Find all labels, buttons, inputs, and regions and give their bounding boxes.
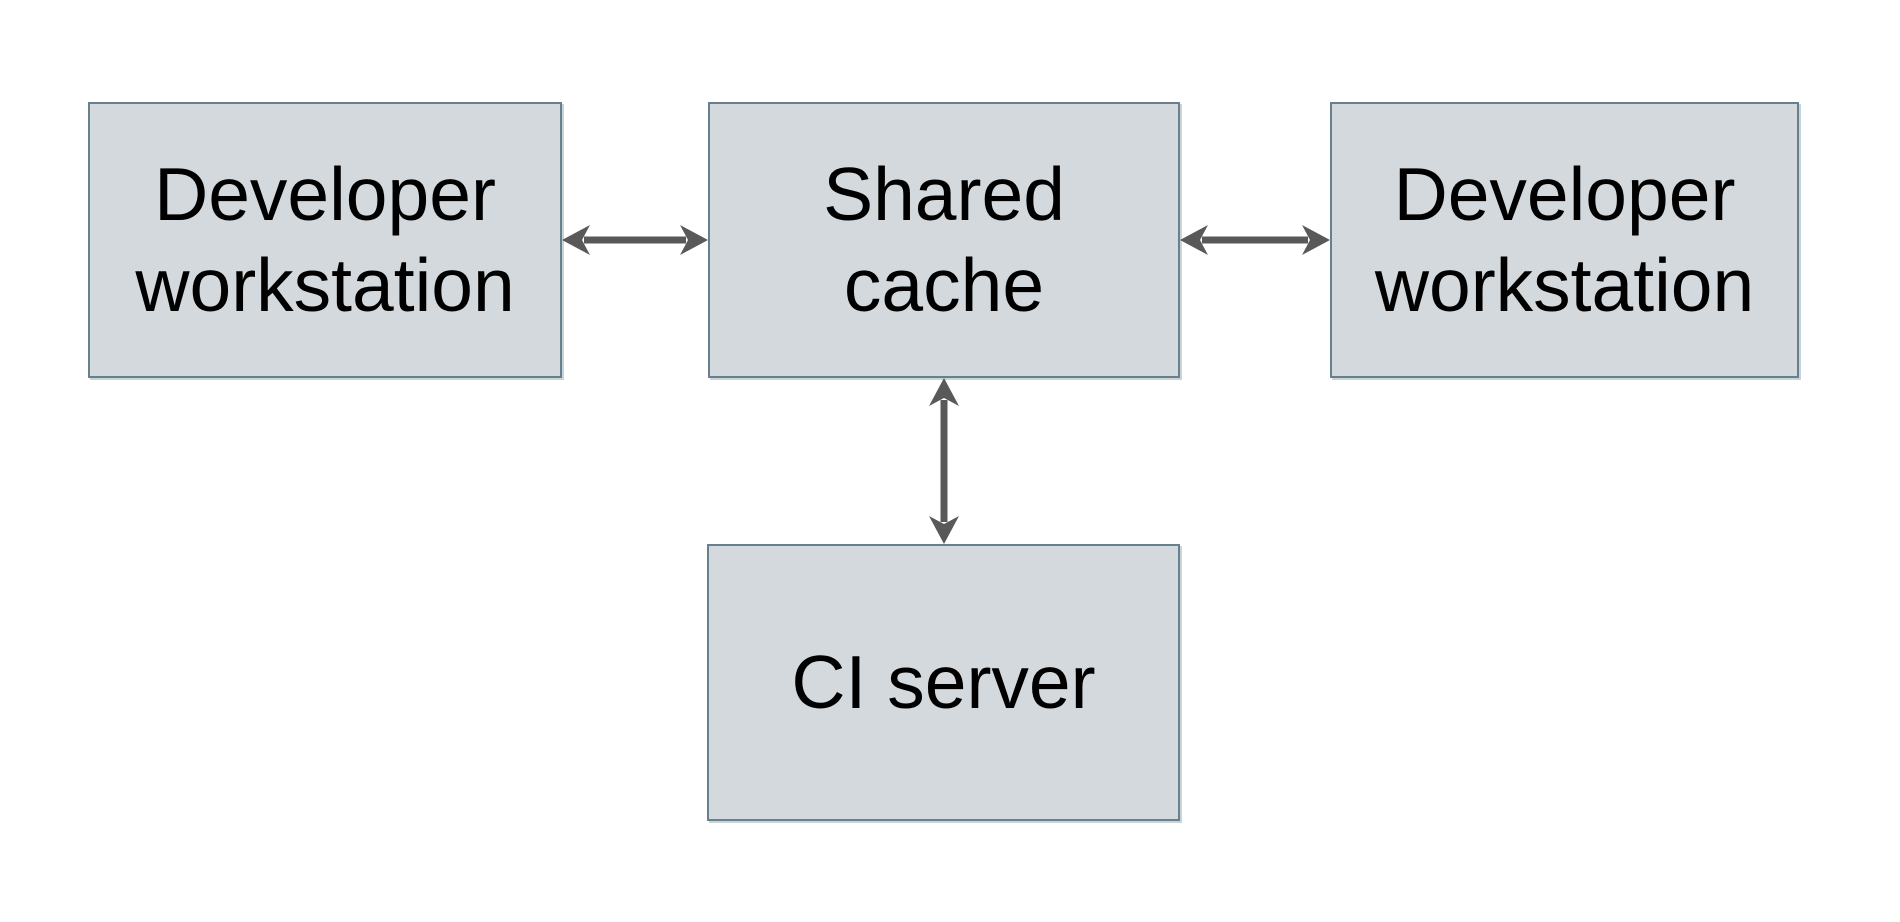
double-arrow-left-workstation-cache (562, 225, 708, 255)
double-arrow-cache-right-workstation (1180, 225, 1330, 255)
node-label-line: CI server (791, 639, 1096, 724)
node-label-line: cache (843, 243, 1045, 327)
node-ci-server: CI server (707, 544, 1180, 821)
node-label: Developer workstation (135, 149, 514, 332)
node-label-line: Developer (1393, 151, 1736, 236)
arrowhead-down-icon (929, 516, 959, 544)
node-label: CI server (791, 637, 1095, 729)
arrowhead-left-icon (1180, 225, 1208, 255)
node-developer-workstation-left: Developer workstation (88, 102, 562, 378)
node-shared-cache: Shared cache (708, 102, 1180, 378)
node-label-line: workstation (1374, 243, 1755, 327)
arrowhead-right-icon (1302, 225, 1330, 255)
node-label: Shared cache (823, 149, 1065, 332)
node-label-line: Developer (154, 151, 496, 236)
node-label-line: Shared (823, 151, 1065, 236)
node-label: Developer workstation (1375, 149, 1754, 332)
arrowhead-right-icon (680, 225, 708, 255)
node-label-line: workstation (135, 243, 515, 327)
arrowhead-up-icon (929, 378, 959, 406)
node-developer-workstation-right: Developer workstation (1330, 102, 1799, 378)
arrowhead-left-icon (562, 225, 590, 255)
double-arrow-cache-ci-server (929, 378, 959, 544)
